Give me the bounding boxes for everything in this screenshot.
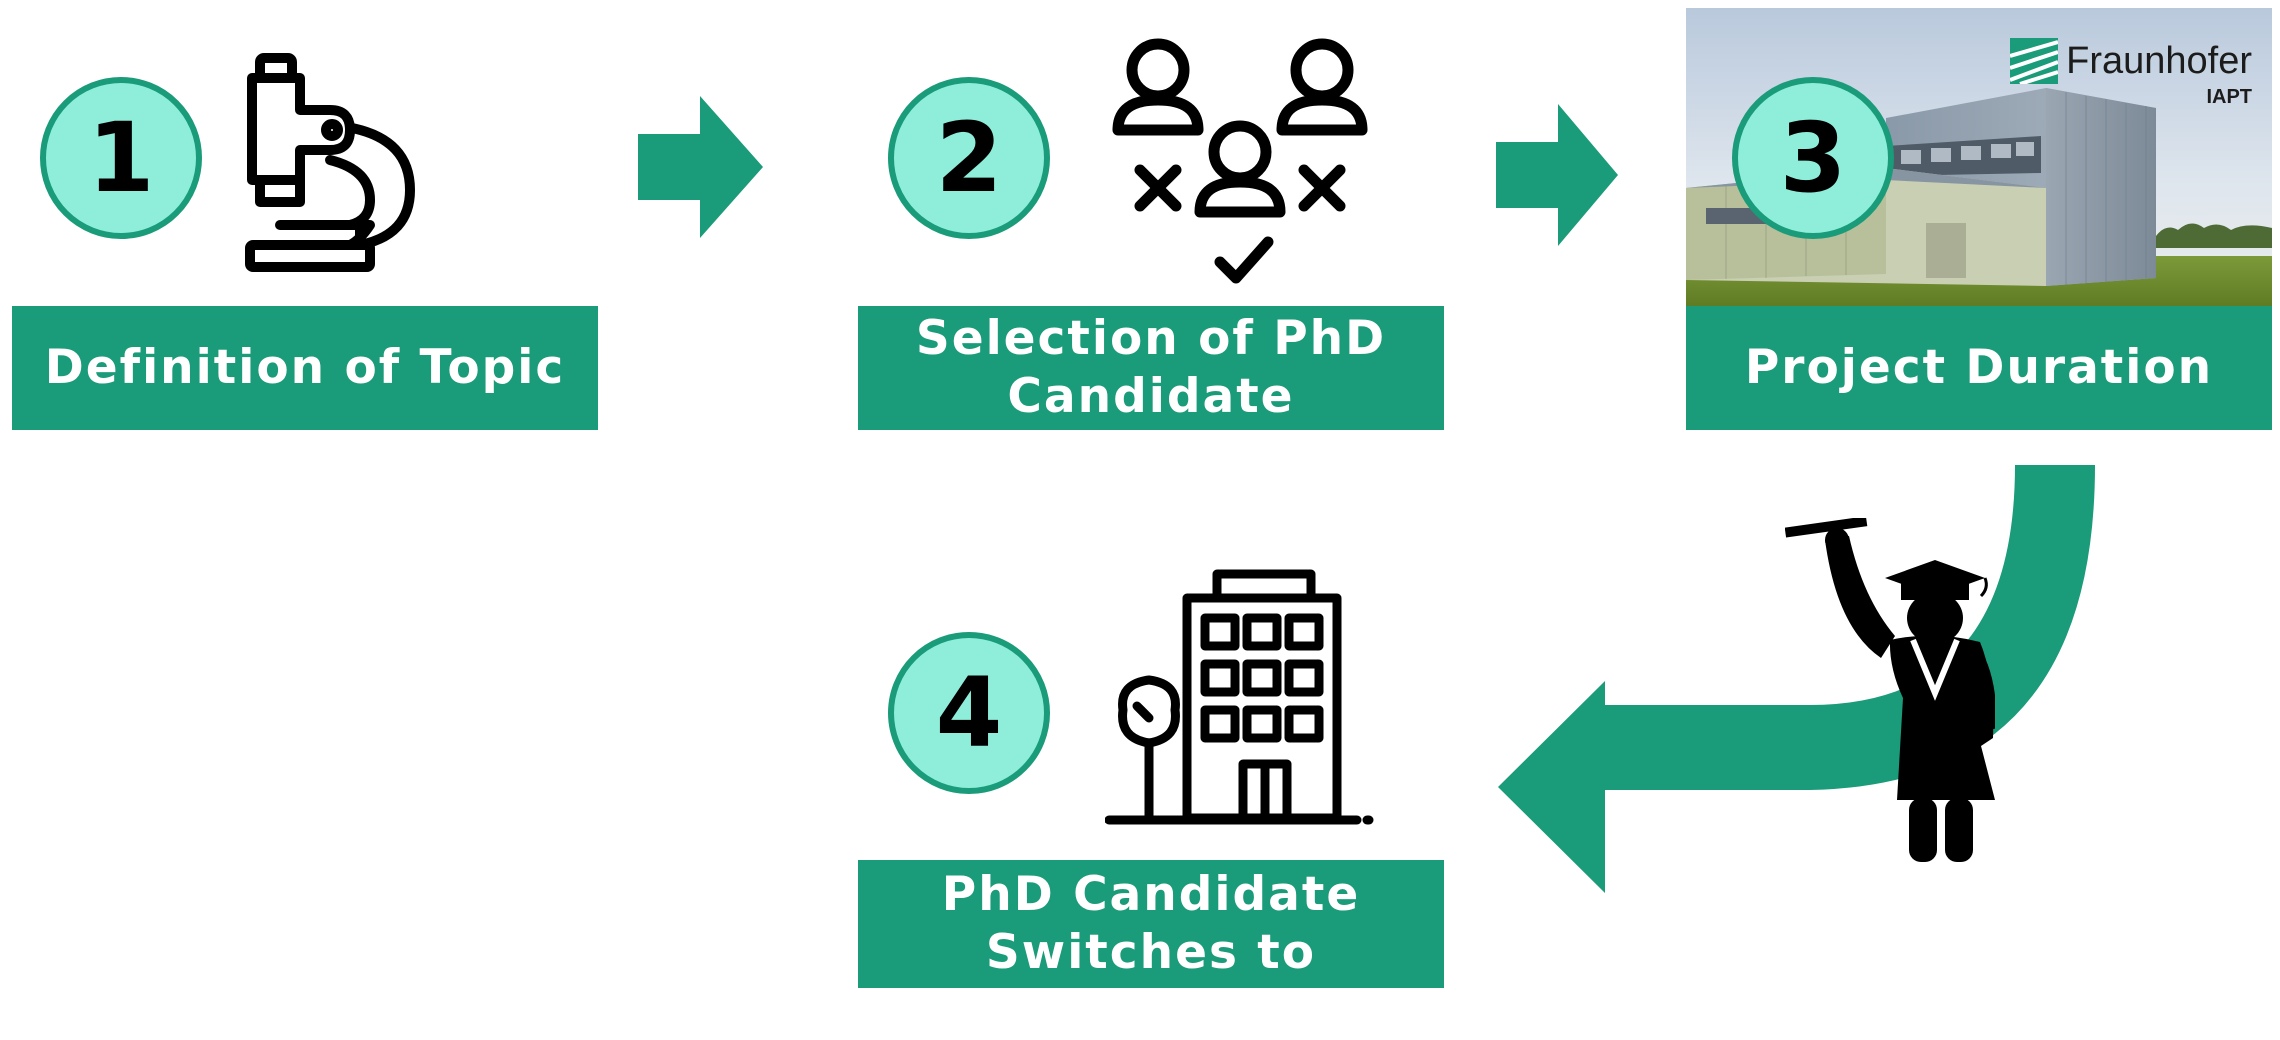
step-2-number: 2 bbox=[888, 77, 1050, 239]
fraunhofer-building-photo: Fraunhofer IAPT bbox=[1686, 8, 2272, 306]
step-3-number: 3 bbox=[1732, 77, 1894, 239]
step-1-label: Definition of Topic bbox=[12, 306, 598, 430]
step-1-number: 1 bbox=[40, 77, 202, 239]
arrow-right-icon bbox=[638, 96, 763, 238]
fraunhofer-logo: Fraunhofer IAPT bbox=[2010, 38, 2252, 109]
candidate-selection-icon bbox=[1112, 38, 1368, 284]
step-2-label: Selection of PhD Candidate bbox=[858, 306, 1444, 430]
office-building-icon bbox=[1105, 569, 1374, 825]
graduate-icon bbox=[1785, 518, 1995, 862]
step-4-label: PhD Candidate Switches to Company bbox=[858, 860, 1444, 1038]
fraunhofer-logo-icon bbox=[2010, 38, 2059, 84]
step-3-label: Project Duration bbox=[1686, 306, 2272, 430]
arrow-right-icon bbox=[1496, 104, 1618, 246]
microscope-icon bbox=[245, 53, 415, 272]
curved-arrow-icon bbox=[1498, 465, 2095, 893]
step-4-number: 4 bbox=[888, 632, 1050, 794]
